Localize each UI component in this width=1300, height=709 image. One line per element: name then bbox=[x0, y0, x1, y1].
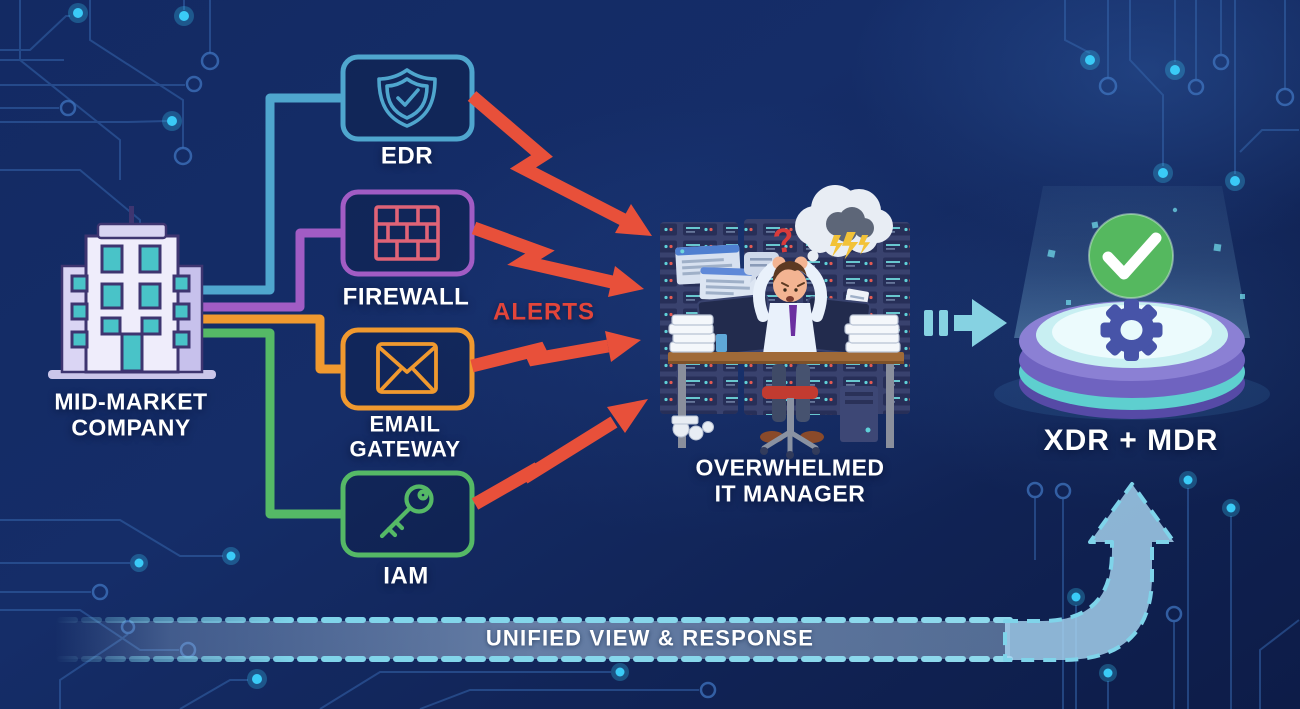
paper-stack-left bbox=[668, 314, 727, 353]
banner-up-arrow bbox=[1003, 482, 1176, 662]
alert-arrow-email bbox=[470, 331, 641, 373]
tool-label-email-line2: GATEWAY bbox=[349, 436, 461, 461]
alert-arrow-edr bbox=[467, 91, 652, 236]
tool-connectors bbox=[185, 93, 345, 519]
it-manager-label-line1: OVERWHELMED bbox=[695, 454, 885, 481]
tool-box-iam bbox=[340, 470, 475, 558]
solution-label: XDR + MDR bbox=[1043, 424, 1219, 458]
tool-label-edr: EDR bbox=[380, 142, 434, 170]
shield-check-icon bbox=[377, 68, 437, 128]
company-label-line1: MID-MARKET bbox=[54, 388, 208, 415]
paper-stack-right bbox=[844, 314, 901, 353]
xdr-platform bbox=[994, 186, 1270, 420]
envelope-icon bbox=[376, 342, 438, 394]
it-manager-figure bbox=[753, 256, 827, 354]
connector-firewall bbox=[185, 228, 345, 312]
tool-box-edr bbox=[340, 54, 475, 142]
alert-arrow-iam bbox=[471, 399, 648, 510]
tool-label-firewall: FIREWALL bbox=[342, 283, 470, 311]
it-manager-illustration bbox=[660, 185, 910, 459]
office-chair bbox=[760, 364, 824, 459]
unified-banner bbox=[55, 482, 1176, 662]
circuit-glow-dots bbox=[68, 3, 1245, 689]
crumpled-papers bbox=[671, 415, 714, 441]
tool-box-email-gateway bbox=[340, 327, 475, 411]
connector-edr bbox=[185, 93, 345, 295]
tool-label-email-line1: EMAIL bbox=[369, 411, 441, 437]
flow-arrow-icon bbox=[924, 299, 1007, 347]
desk bbox=[668, 352, 904, 448]
check-icon bbox=[1088, 213, 1174, 299]
connector-iam bbox=[185, 328, 345, 519]
alert-arrows bbox=[467, 91, 652, 510]
it-manager-label: OVERWHELMED IT MANAGER bbox=[695, 454, 885, 507]
tool-label-email-gateway: EMAIL GATEWAY bbox=[349, 412, 460, 461]
company-label-line2: COMPANY bbox=[71, 414, 191, 440]
pc-tower-icon bbox=[840, 386, 878, 442]
brick-wall-icon bbox=[374, 205, 440, 261]
company-label: MID-MARKET COMPANY bbox=[54, 388, 208, 441]
gear-icon bbox=[1100, 299, 1163, 361]
alerts-label: ALERTS bbox=[493, 298, 595, 326]
office-building-icon bbox=[48, 206, 216, 379]
tool-label-iam: IAM bbox=[383, 562, 429, 590]
tool-box-firewall bbox=[340, 189, 475, 277]
storm-cloud-icon bbox=[795, 185, 893, 270]
it-manager-label-line2: IT MANAGER bbox=[714, 480, 866, 506]
banner-label: UNIFIED VIEW & RESPONSE bbox=[485, 625, 815, 651]
alert-arrow-firewall bbox=[471, 221, 644, 297]
connector-email bbox=[185, 314, 345, 374]
key-icon bbox=[379, 484, 434, 539]
